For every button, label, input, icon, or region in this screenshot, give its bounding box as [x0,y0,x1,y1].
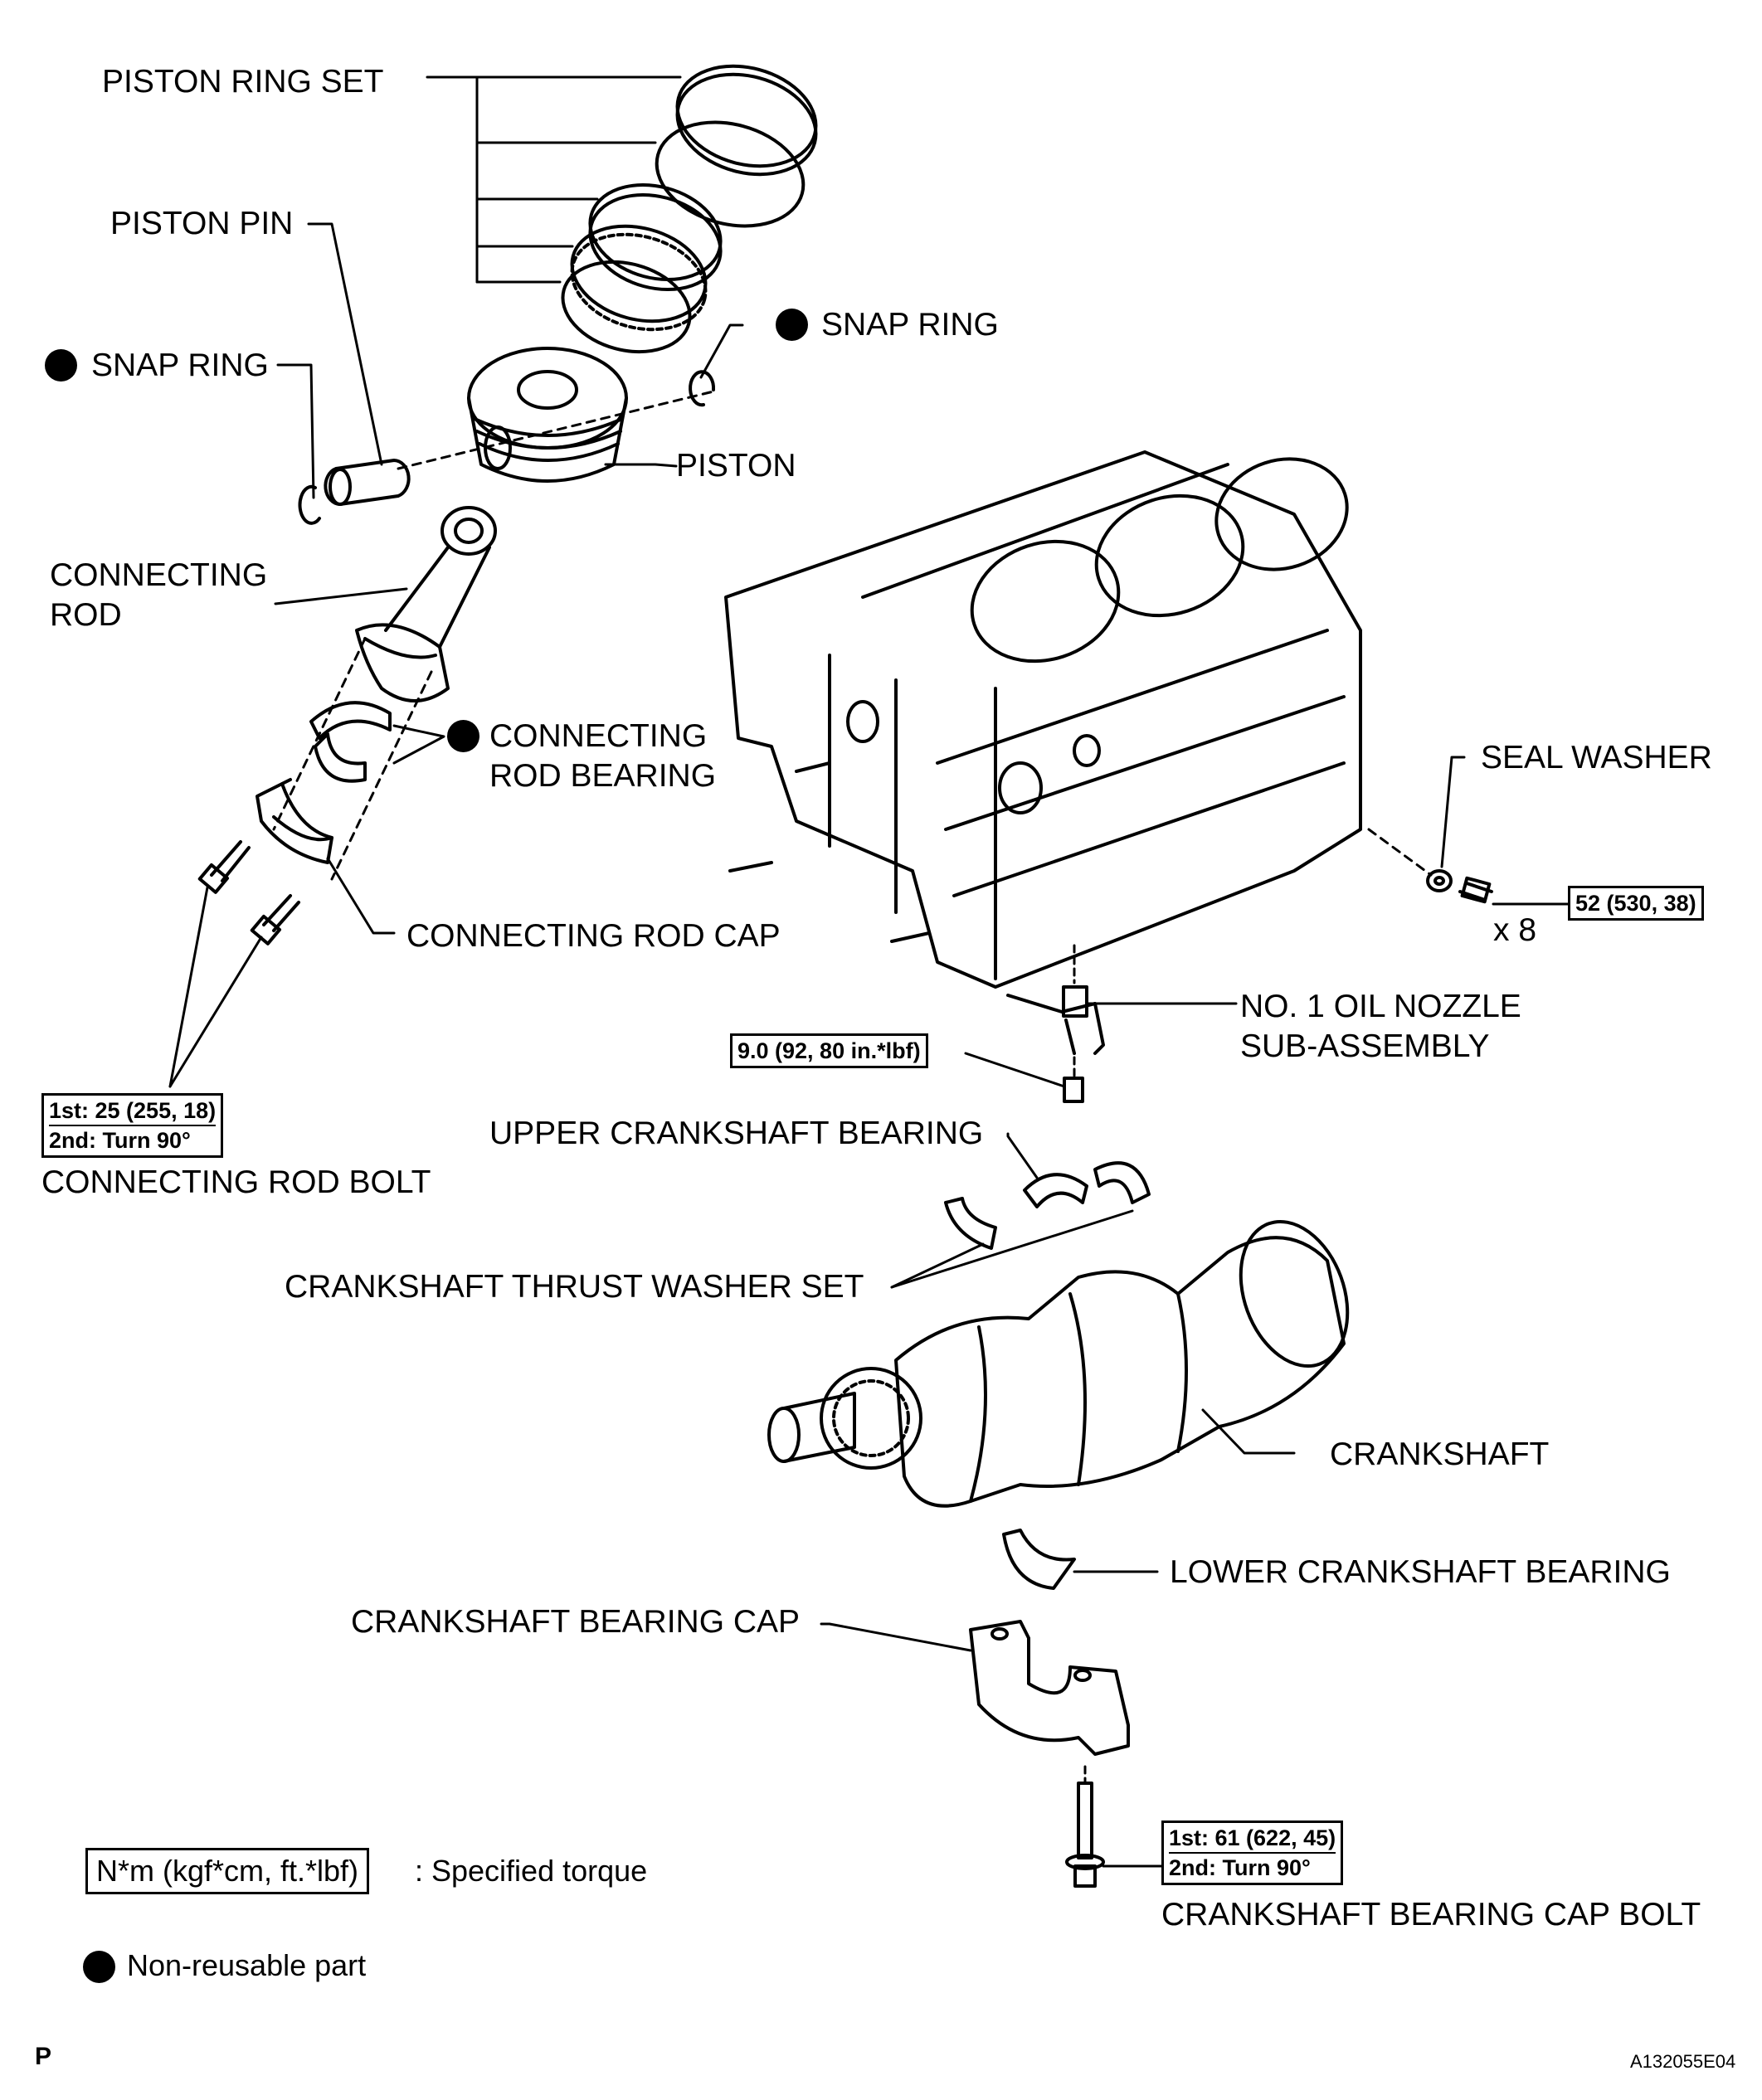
label-crankshaft: CRANKSHAFT [1330,1436,1550,1472]
label-con-rod-bearing-line2: ROD BEARING [489,758,717,794]
torque-box-bearing-cap-bolt: 1st: 61 (622, 45) 2nd: Turn 90° [1161,1820,1344,1885]
label-connecting-rod-line2: ROD [50,597,122,633]
seal-washer-drawing [1367,756,1570,906]
non-reusable-dot-snap-ring-left [45,349,77,382]
torque-cap-bolt-2: 2nd: Turn 90° [1169,1852,1336,1882]
piston-ring-set-drawing [561,64,818,354]
snap-ring-left-drawing [276,363,321,525]
con-rod-bearing-drawing [309,701,445,783]
cylinder-block-drawing [724,450,1362,989]
label-piston-ring-set: PISTON RING SET [102,64,384,100]
legend-non-reusable-text: Non-reusable part [127,1948,367,1982]
torque-con-rod-bolt-1: 1st: 25 (255, 18) [49,1098,217,1123]
piston-drawing [467,347,678,483]
ring-set-leader [426,75,682,284]
torque-con-rod-bolt-2: 2nd: Turn 90° [49,1125,217,1155]
non-reusable-dot-snap-ring-right [776,309,808,341]
thrust-washer-leaders [890,1209,1134,1289]
con-rod-cap-drawing [256,778,396,935]
label-lower-crank-bearing: LOWER CRANKSHAFT BEARING [1170,1554,1671,1590]
label-connecting-rod-bolt: CONNECTING ROD BOLT [41,1164,431,1200]
footer-figure-id: A132055E04 [1630,2051,1736,2072]
label-piston-pin: PISTON PIN [110,206,294,241]
label-snap-ring-right: SNAP RING [821,307,999,343]
non-reusable-dot-con-rod-bearing [447,720,479,752]
label-oil-nozzle-line2: SUB-ASSEMBLY [1240,1028,1490,1064]
torque-box-seal-washer-bolt: 52 (530, 38) [1568,886,1704,921]
upper-crank-bearing-drawing [944,1132,1151,1250]
footer-left-mark: P [35,2043,52,2070]
legend-torque-desc: : Specified torque [415,1854,648,1888]
lower-crank-bearing-drawing [1002,1529,1159,1590]
bearing-cap-bolt-drawing [1065,1765,1163,1888]
con-rod-bolts-drawing [168,840,300,1088]
connecting-rod-drawing [274,506,497,702]
label-connecting-rod-line1: CONNECTING [50,557,268,593]
label-x8: x 8 [1493,912,1537,948]
label-seal-washer: SEAL WASHER [1481,740,1712,775]
label-upper-crank-bearing: UPPER CRANKSHAFT BEARING [489,1116,984,1151]
snap-ring-right-drawing [689,323,744,407]
label-connecting-rod-cap: CONNECTING ROD CAP [406,918,781,954]
label-piston: PISTON [676,448,796,484]
label-thrust-washer-set: CRANKSHAFT THRUST WASHER SET [285,1269,864,1305]
oil-nozzle-drawing [964,944,1238,1103]
con-rod-dashline-b [330,670,433,881]
torque-seal-washer-bolt: 52 (530, 38) [1575,891,1696,916]
torque-box-con-rod-bolt: 1st: 25 (255, 18) 2nd: Turn 90° [41,1093,224,1158]
legend-torque-units: N*m (kgf*cm, ft.*lbf) [85,1848,370,1894]
legend-non-reusable-dot [83,1951,115,1983]
piston-pin-leader [307,222,383,466]
label-bearing-cap-bolt: CRANKSHAFT BEARING CAP BOLT [1161,1897,1701,1932]
piston-pin-drawing [324,459,411,506]
label-oil-nozzle-line1: NO. 1 OIL NOZZLE [1240,989,1521,1024]
torque-cap-bolt-1: 1st: 61 (622, 45) [1169,1825,1336,1850]
torque-box-oil-nozzle-bolt: 9.0 (92, 80 in.*lbf) [730,1033,928,1068]
piston-axis-dashline [397,390,715,470]
con-rod-dashline-a [272,637,367,831]
label-con-rod-bearing-line1: CONNECTING [489,718,708,754]
torque-oil-nozzle-bolt: 9.0 (92, 80 in.*lbf) [737,1038,921,1063]
label-bearing-cap: CRANKSHAFT BEARING CAP [351,1604,801,1640]
crankshaft-drawing [767,1219,1350,1508]
label-snap-ring-left: SNAP RING [91,348,269,383]
bearing-cap-drawing [820,1620,1130,1756]
